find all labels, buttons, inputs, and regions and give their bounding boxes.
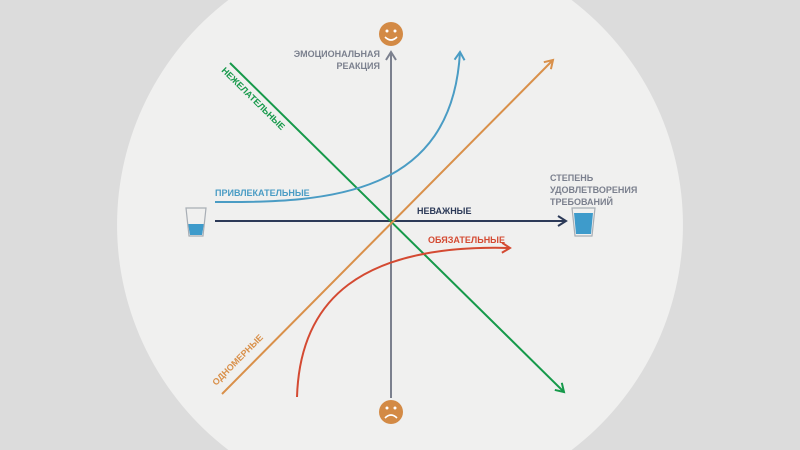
indifferent-label: НЕВАЖНЫЕ bbox=[417, 206, 472, 216]
x-axis-label-line1: СТЕПЕНЬ bbox=[550, 173, 594, 183]
attractive-label: ПРИВЛЕКАТЕЛЬНЫЕ bbox=[215, 188, 310, 198]
y-axis-label-line2: РЕАКЦИЯ bbox=[336, 61, 380, 71]
x-axis-label-line2: УДОВЛЕТВОРЕНИЯ bbox=[550, 185, 637, 195]
one-dimensional-line bbox=[221, 58, 555, 395]
undesired-line bbox=[229, 62, 566, 394]
attractive-curve bbox=[214, 50, 466, 204]
y-axis-label-line1: ЭМОЦИОНАЛЬНАЯ bbox=[294, 49, 380, 59]
happy-face-icon bbox=[379, 22, 403, 46]
must-be-label: ОБЯЗАТЕЛЬНЫЕ bbox=[428, 235, 505, 245]
x-axis-label-line3: ТРЕБОВАНИЙ bbox=[550, 196, 613, 207]
background-circle bbox=[117, 0, 683, 450]
empty-glass-icon bbox=[185, 207, 207, 237]
must-be-curve bbox=[296, 241, 512, 398]
sad-face-icon bbox=[379, 400, 403, 424]
full-glass-icon bbox=[571, 207, 596, 237]
